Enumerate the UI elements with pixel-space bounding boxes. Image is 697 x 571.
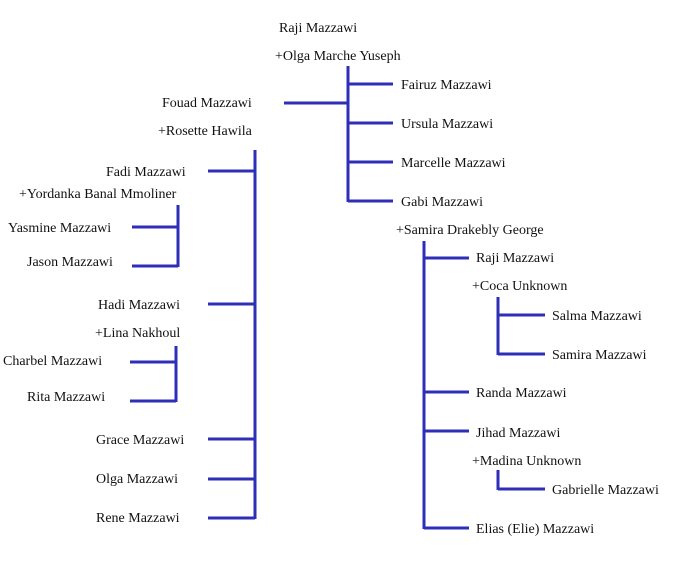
person-rene: Rene Mazzawi	[96, 511, 180, 526]
person-fairuz: Fairuz Mazzawi	[401, 78, 492, 93]
tree-labels: Raji Mazzawi +Olga Marche Yuseph Fouad M…	[3, 21, 659, 537]
person-grace: Grace Mazzawi	[96, 433, 184, 448]
tree-connectors	[130, 66, 545, 530]
person-yasmine: Yasmine Mazzawi	[8, 221, 111, 236]
person-marcelle: Marcelle Mazzawi	[401, 156, 506, 171]
person-gabi: Gabi Mazzawi	[401, 195, 483, 210]
person-salma: Salma Mazzawi	[552, 309, 642, 324]
person-jihad: Jihad Mazzawi	[476, 426, 560, 441]
person-raji-jr: Raji Mazzawi	[476, 251, 554, 266]
spouse-rosette: +Rosette Hawila	[158, 124, 253, 139]
person-ursula: Ursula Mazzawi	[401, 117, 493, 132]
spouse-madina: +Madina Unknown	[472, 454, 581, 469]
person-gabrielle: Gabrielle Mazzawi	[552, 483, 659, 498]
person-fouad: Fouad Mazzawi	[162, 96, 252, 111]
person-hadi: Hadi Mazzawi	[98, 298, 180, 313]
person-olga: Olga Mazzawi	[96, 472, 178, 487]
person-raji-sr: Raji Mazzawi	[279, 21, 357, 36]
person-elias: Elias (Elie) Mazzawi	[476, 522, 594, 537]
person-charbel: Charbel Mazzawi	[3, 354, 102, 369]
person-rita: Rita Mazzawi	[27, 390, 105, 405]
person-randa: Randa Mazzawi	[476, 386, 567, 401]
spouse-samira-george: +Samira Drakebly George	[396, 223, 544, 238]
spouse-lina: +Lina Nakhoul	[95, 326, 180, 341]
spouse-olga: +Olga Marche Yuseph	[275, 49, 401, 64]
person-fadi: Fadi Mazzawi	[106, 165, 186, 180]
spouse-yordanka: +Yordanka Banal Mmoliner	[19, 187, 177, 202]
person-samira: Samira Mazzawi	[552, 348, 647, 363]
spouse-coca: +Coca Unknown	[472, 279, 567, 294]
person-jason: Jason Mazzawi	[27, 255, 113, 270]
